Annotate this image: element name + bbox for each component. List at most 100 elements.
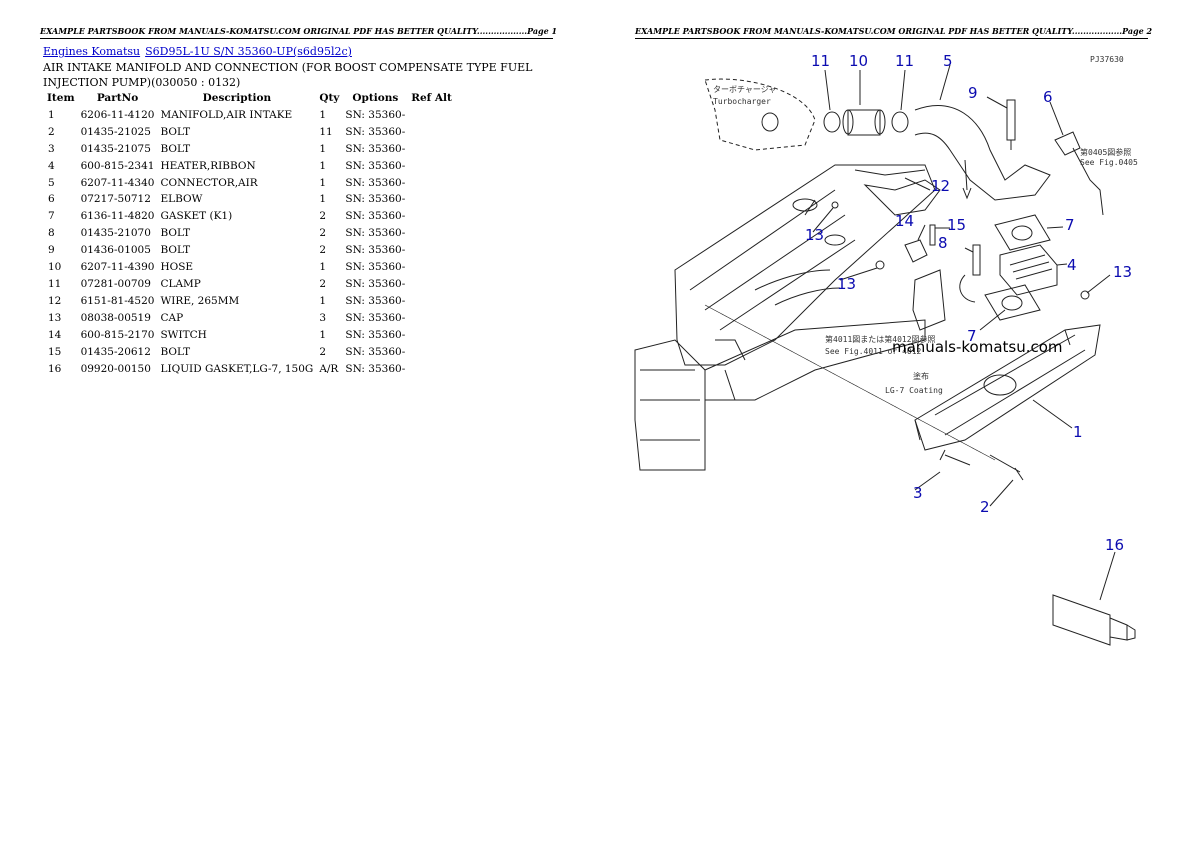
callout-3: 3 xyxy=(913,484,923,502)
cell-partno: 6207-11-4340 xyxy=(80,176,155,189)
hose-10-drawing xyxy=(847,109,881,136)
cell-qty: 1 xyxy=(319,261,326,274)
cell-qty: 1 xyxy=(319,294,326,307)
arrow-down-a xyxy=(962,159,972,200)
cell-partno: 01435-20612 xyxy=(80,345,151,358)
callout-16: 16 xyxy=(1105,536,1124,554)
cell-options: SN: 35360- xyxy=(345,328,406,341)
bolt-9-drawing xyxy=(1006,99,1016,150)
callout-5: 5 xyxy=(943,52,953,70)
col-header-options: Options xyxy=(352,92,399,104)
callout-13-b: 13 xyxy=(1113,263,1132,281)
cell-item: 14 xyxy=(48,328,62,341)
cell-item: 3 xyxy=(48,142,55,155)
cell-qty: 1 xyxy=(319,193,326,206)
cell-description: MANIFOLD,AIR INTAKE xyxy=(160,108,293,121)
cell-qty: 1 xyxy=(319,142,326,155)
cell-partno: 6206-11-4120 xyxy=(80,108,155,121)
parts-page-1: EXAMPLE PARTSBOOK FROM MANUALS-KOMATSU.C… xyxy=(40,26,557,375)
cell-ref-alt xyxy=(408,225,455,242)
fig4011-note-en: See Fig.4011 or 4012 xyxy=(825,347,922,356)
page-header: EXAMPLE PARTSBOOK FROM MANUALS-KOMATSU.C… xyxy=(40,26,557,39)
cell-partno: 07281-00709 xyxy=(80,277,151,290)
cell-item: 1 xyxy=(48,108,55,121)
cell-partno: 6151-81-4520 xyxy=(80,294,155,307)
cell-options: SN: 35360- xyxy=(345,277,406,290)
cell-description: HEATER,RIBBON xyxy=(160,159,256,172)
cell-qty: 2 xyxy=(319,277,326,290)
cell-ref-alt xyxy=(408,276,455,293)
col-header-qty: Qty xyxy=(319,92,340,104)
breadcrumb-link-engines[interactable]: Engines Komatsu xyxy=(43,45,141,58)
exploded-parts-diagram: PJ37630 ターボチャージャ Turbocharger 第0405図参照 S… xyxy=(634,52,1138,646)
cell-item: 11 xyxy=(48,277,62,290)
cell-description: CONNECTOR,AIR xyxy=(160,176,258,189)
cell-partno: 6136-11-4820 xyxy=(80,210,155,223)
cap-13-b-drawing xyxy=(1080,290,1090,300)
cell-item: 8 xyxy=(48,227,55,240)
elbow-pipe-drawing xyxy=(1072,147,1104,216)
cell-options: SN: 35360- xyxy=(345,261,406,274)
cell-options: SN: 35360- xyxy=(345,345,406,358)
breadcrumb-link-model[interactable]: S6D95L-1U S/N 35360-UP(s6d95l2c) xyxy=(145,45,352,58)
cell-description: BOLT xyxy=(160,227,191,240)
cell-item: 10 xyxy=(48,261,62,274)
cell-item: 6 xyxy=(48,193,55,206)
cell-ref-alt xyxy=(408,259,455,276)
callout-1: 1 xyxy=(1073,423,1083,441)
cell-qty: 3 xyxy=(319,311,326,324)
cell-qty: 1 xyxy=(319,159,326,172)
cell-partno: 01436-01005 xyxy=(80,244,151,257)
cell-qty: 2 xyxy=(319,345,326,358)
bolt-15-drawing xyxy=(929,224,936,246)
callout-10: 10 xyxy=(849,52,868,70)
cell-ref-alt xyxy=(408,175,455,192)
callout-11-left: 11 xyxy=(811,52,830,70)
cell-description: LIQUID GASKET,LG-7, 150G xyxy=(160,362,314,375)
bolt-3-drawing xyxy=(939,449,971,466)
cell-ref-alt xyxy=(408,124,455,141)
cell-item: 5 xyxy=(48,176,55,189)
cell-ref-alt xyxy=(408,293,455,310)
cell-ref-alt xyxy=(408,242,455,259)
cell-description: CAP xyxy=(160,311,184,324)
cell-partno: 01435-21070 xyxy=(80,227,151,240)
cell-ref-alt xyxy=(408,327,455,344)
cell-ref-alt xyxy=(408,310,455,327)
callout-13-c: 13 xyxy=(837,275,856,293)
cell-item: 16 xyxy=(48,362,62,375)
cell-description: BOLT xyxy=(160,125,191,138)
cell-options: SN: 35360- xyxy=(345,227,406,240)
cell-options: SN: 35360- xyxy=(345,142,406,155)
cell-partno: 08038-00519 xyxy=(80,311,151,324)
watermark-text: manuals-komatsu.com xyxy=(892,338,1063,356)
cell-item: 13 xyxy=(48,311,62,324)
clamp-11-right-drawing xyxy=(891,111,909,133)
cell-description: HOSE xyxy=(160,261,194,274)
cell-options: SN: 35360- xyxy=(345,125,406,138)
elbow-6-drawing xyxy=(1054,131,1081,156)
table-header-row: Item PartNo Description Qty Options Ref … xyxy=(44,90,455,107)
callout-7-top: 7 xyxy=(1065,216,1075,234)
col-header-item: Item xyxy=(47,92,75,104)
cell-partno: 600-815-2341 xyxy=(80,159,155,172)
callout-11-right: 11 xyxy=(895,52,914,70)
cell-partno: 01435-21075 xyxy=(80,142,151,155)
bolt-2-drawing xyxy=(989,454,1024,481)
coating-note-jp: 塗布 xyxy=(913,371,929,381)
turbo-note-jp: ターボチャージャ xyxy=(713,85,776,94)
cell-options: SN: 35360- xyxy=(345,294,406,307)
callout-8: 8 xyxy=(938,234,948,252)
callout-9: 9 xyxy=(968,84,978,102)
cell-options: SN: 35360- xyxy=(345,244,406,257)
cell-description: ELBOW xyxy=(160,193,203,206)
cell-item: 7 xyxy=(48,210,55,223)
